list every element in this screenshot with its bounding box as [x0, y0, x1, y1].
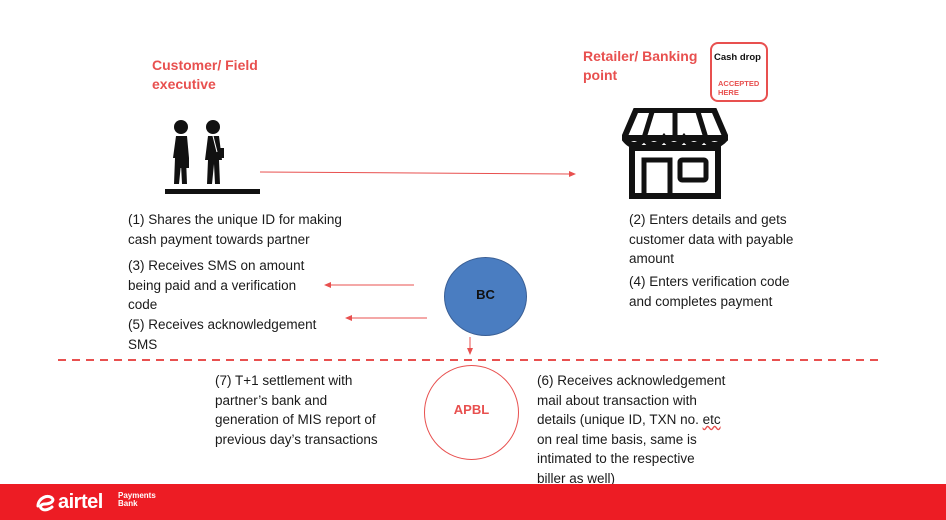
- apbl-node-label: APBL: [453, 402, 490, 417]
- footer-bar: airtel Payments Bank: [0, 484, 946, 520]
- step-7-line: generation of MIS report of: [215, 412, 376, 427]
- cash-drop-status-line2: HERE: [718, 88, 739, 97]
- step-3-line: code: [128, 297, 158, 312]
- retailer-label: Retailer/ Banking point: [583, 47, 697, 85]
- storefront-icon: [622, 108, 728, 199]
- step-3-text: (3) Receives SMS on amount being paid an…: [128, 256, 304, 315]
- step-7-line: partner’s bank and: [215, 392, 328, 408]
- step-5-line: (5) Receives acknowledgement: [128, 317, 317, 332]
- step-3-line: (3) Receives SMS on amount: [128, 258, 305, 273]
- step-4-line: (4) Enters verification code: [629, 274, 790, 289]
- step-7-text: (7) T+1 settlement with partner’s bank a…: [215, 371, 378, 449]
- step-7-line: previous day’s transactions: [215, 431, 378, 447]
- step-6-spellcheck-word: etc: [702, 412, 721, 427]
- step-1-text: (1) Shares the unique ID for making cash…: [128, 210, 342, 249]
- customer-label-line1: Customer/ Field: [152, 57, 258, 73]
- brand-wordmark: airtel: [58, 491, 103, 513]
- step-6-line: intimated to the respective: [537, 451, 695, 466]
- bc-node: BC: [444, 257, 527, 336]
- step-5-line: SMS: [128, 336, 158, 352]
- two-people-walking-icon: [165, 120, 260, 194]
- step-6-line: mail about transaction with: [537, 392, 697, 408]
- step-1-line: cash payment towards partner: [128, 231, 310, 247]
- step-2-line: amount: [629, 251, 675, 266]
- arrow-bc-to-ack-sms-head: [345, 315, 352, 321]
- step-6-line: (6) Receives acknowledgement: [537, 373, 726, 388]
- apbl-node: APBL: [424, 365, 519, 460]
- step-1-line: (1) Shares the unique ID for making: [128, 212, 342, 227]
- step-6-line: on real time basis, same is: [537, 431, 697, 447]
- arrow-bc-to-apbl-head: [467, 348, 473, 355]
- customer-label: Customer/ Field executive: [152, 56, 258, 94]
- step-3-line: being paid and a verification: [128, 277, 297, 293]
- airtel-swirl-icon: [36, 494, 55, 512]
- step-7-line: (7) T+1 settlement with: [215, 373, 353, 388]
- bc-node-label: BC: [476, 287, 495, 302]
- step-4-text: (4) Enters verification code and complet…: [629, 272, 790, 311]
- step-6-line-text: details (unique ID, TXN no.: [537, 412, 703, 427]
- brand-subtitle: Payments Bank: [118, 492, 156, 508]
- cash-drop-status: ACCEPTED HERE: [718, 79, 759, 97]
- retailer-label-line2: point: [583, 67, 618, 83]
- step-2-line: customer data with payable: [629, 231, 794, 247]
- brand-subtitle-line1: Payments: [118, 491, 156, 500]
- step-6-line: biller as well): [537, 470, 616, 486]
- step-6-line: details (unique ID, TXN no. etc: [537, 410, 725, 430]
- step-4-line: and completes payment: [629, 293, 773, 309]
- cash-drop-status-line1: ACCEPTED: [718, 79, 760, 88]
- step-2-text: (2) Enters details and gets customer dat…: [629, 210, 793, 269]
- brand-subtitle-line2: Bank: [118, 499, 138, 508]
- step-2-line: (2) Enters details and gets: [629, 212, 787, 227]
- arrow-customer-to-retailer: [259, 171, 571, 175]
- customer-label-line2: executive: [152, 76, 216, 92]
- retailer-label-line1: Retailer/ Banking: [583, 48, 698, 64]
- cash-drop-title: Cash drop: [714, 52, 761, 63]
- arrow-bc-to-sms-head: [324, 282, 331, 288]
- step-6-text: (6) Receives acknowledgement mail about …: [537, 371, 725, 488]
- step-5-text: (5) Receives acknowledgement SMS: [128, 315, 316, 354]
- cash-drop-badge: Cash drop ACCEPTED HERE: [710, 42, 768, 102]
- arrow-customer-to-retailer-head: [569, 171, 576, 177]
